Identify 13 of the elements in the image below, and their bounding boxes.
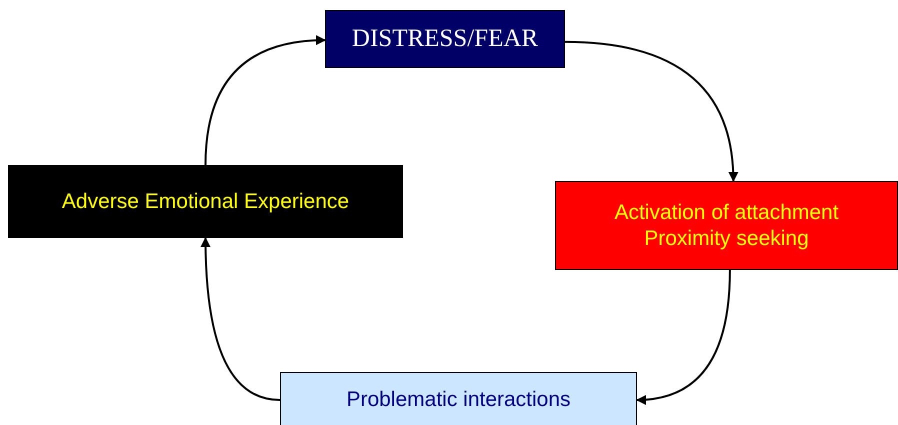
process-box [8, 165, 403, 238]
curved-arrow [636, 270, 731, 404]
process-box [280, 372, 637, 425]
box-label: Proximity seeking [644, 226, 809, 251]
box-label: Activation of attachment [614, 200, 839, 226]
box-label: Adverse Emotional Experience [62, 188, 350, 214]
box-label: DISTRESS/FEAR [352, 24, 538, 54]
process-box [555, 181, 898, 270]
process-box [325, 10, 565, 68]
curved-arrow [564, 40, 738, 182]
curved-arrow [200, 237, 280, 401]
curved-arrow [204, 36, 326, 166]
box-label: Problematic interactions [346, 387, 571, 413]
